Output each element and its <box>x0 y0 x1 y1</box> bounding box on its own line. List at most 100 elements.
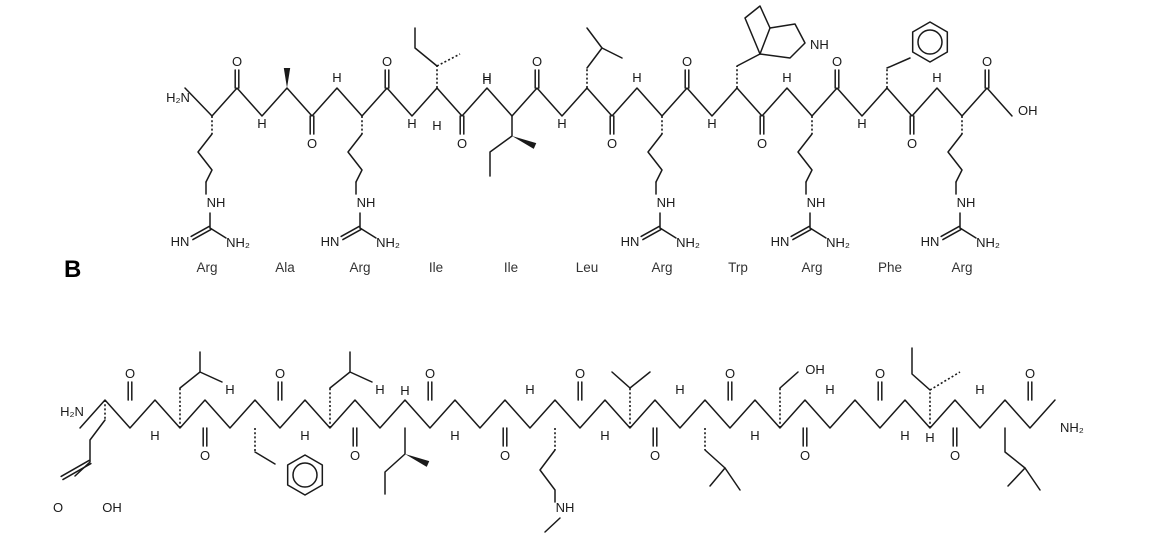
bond <box>209 227 227 239</box>
guanidine-imine-label: HN <box>321 234 340 249</box>
guanidine-amine-label: NH₂ <box>826 235 850 250</box>
carbonyl-o-label: O <box>682 54 692 69</box>
bond <box>199 371 223 383</box>
bond <box>647 133 663 183</box>
guanidine-imine-label: HN <box>171 234 190 249</box>
carbonyl-o-label: O <box>800 448 810 463</box>
alpha-h-label: H <box>925 430 934 445</box>
hashed-bond <box>929 371 961 391</box>
phenyl-ring <box>911 21 949 63</box>
ile-methyl-wedge <box>512 136 537 149</box>
bond <box>947 133 963 183</box>
carbonyl-o-label: O <box>307 136 317 151</box>
bond <box>544 517 561 533</box>
bond <box>197 133 213 183</box>
bond <box>1007 467 1026 487</box>
carbonyl-o-label: O <box>382 54 392 69</box>
carbonyl-o-label: O <box>1025 366 1035 381</box>
bond <box>886 57 911 69</box>
guanidine-amine-label: NH₂ <box>676 235 700 250</box>
amide-h-label: H <box>750 428 759 443</box>
peptide-a-skeleton <box>184 5 1013 241</box>
amide-h-label: H <box>675 382 684 397</box>
phenyl-ring-aromatic <box>917 29 943 55</box>
bond <box>489 115 513 177</box>
double-bond <box>792 228 812 241</box>
bond <box>911 347 931 391</box>
c-terminus-label: OH <box>1018 103 1038 118</box>
bond <box>659 227 677 239</box>
double-bond <box>60 459 90 478</box>
carbonyl-o-label: O <box>757 136 767 151</box>
bond <box>179 351 201 389</box>
bond <box>254 451 276 465</box>
carbonyl-o-label: O <box>200 448 210 463</box>
residue-label-5: Ile <box>504 260 518 275</box>
glu-hydroxyl-label: OH <box>102 500 122 515</box>
residue-label-6: Leu <box>576 260 599 275</box>
double-bond <box>942 228 962 241</box>
amide-h-label: H <box>150 428 159 443</box>
bond <box>359 227 377 239</box>
residue-label-7: Arg <box>651 260 672 275</box>
guanidine-nh-label: NH <box>357 195 376 210</box>
residue-label-11: Arg <box>951 260 972 275</box>
backbone-a <box>184 87 1013 117</box>
double-bond <box>192 228 212 241</box>
guanidine-amine-label: NH₂ <box>376 235 400 250</box>
double-bond <box>190 225 210 238</box>
carbonyl-o-label: O <box>275 366 285 381</box>
amide-h-label: H <box>332 70 341 85</box>
amide-h-label: H <box>632 70 641 85</box>
bond <box>759 23 806 59</box>
bond <box>1004 427 1041 491</box>
bond <box>611 371 631 389</box>
hashed-bond <box>436 53 461 67</box>
guanidine-imine-label: HN <box>771 234 790 249</box>
ser-hydroxyl-label: OH <box>805 362 825 377</box>
guanidine-nh-label: NH <box>207 195 226 210</box>
c-terminus-amide-label: NH₂ <box>1060 420 1084 435</box>
double-bond <box>940 225 960 238</box>
bond <box>809 227 827 239</box>
double-bond <box>640 225 660 238</box>
bond <box>349 371 373 383</box>
amide-h-label: H <box>257 116 266 131</box>
residue-label-8: Trp <box>728 260 748 275</box>
bond <box>539 449 556 503</box>
bond <box>347 133 363 183</box>
alpha-h-label: H <box>432 118 441 133</box>
n-terminus-label: H₂N <box>166 90 190 105</box>
residue-label-4: Ile <box>429 260 443 275</box>
guanidine-nh-label: NH <box>556 500 575 515</box>
residue-label-2: Ala <box>275 260 295 275</box>
indole-nh-label: NH <box>810 37 829 52</box>
carbonyl-o-label: O <box>725 366 735 381</box>
guanidine-nh-label: NH <box>657 195 676 210</box>
carbonyl-o-label: O <box>982 54 992 69</box>
guanidine-nh-label: NH <box>957 195 976 210</box>
double-bond <box>342 228 362 241</box>
peptide-b-skeleton <box>60 347 1056 533</box>
carbonyl-o-label: O <box>607 136 617 151</box>
backbone-b <box>79 399 1056 429</box>
glu-carbonyl-o-label: O <box>53 500 63 515</box>
double-bond <box>62 462 92 481</box>
amide-h-label: H <box>932 70 941 85</box>
bond <box>414 27 438 67</box>
phenyl-ring <box>286 454 324 496</box>
residue-label-9: Arg <box>801 260 822 275</box>
amide-h-label: H <box>857 116 866 131</box>
ala-methyl-wedge <box>283 68 291 88</box>
amide-h-label: H <box>450 428 459 443</box>
carbonyl-o-label: O <box>232 54 242 69</box>
bond <box>586 27 603 69</box>
amide-h-label: H <box>525 382 534 397</box>
panel-label-b: B <box>64 256 81 283</box>
guanidine-amine-label: NH₂ <box>976 235 1000 250</box>
amide-h-label: H <box>825 382 834 397</box>
bond <box>629 371 651 389</box>
